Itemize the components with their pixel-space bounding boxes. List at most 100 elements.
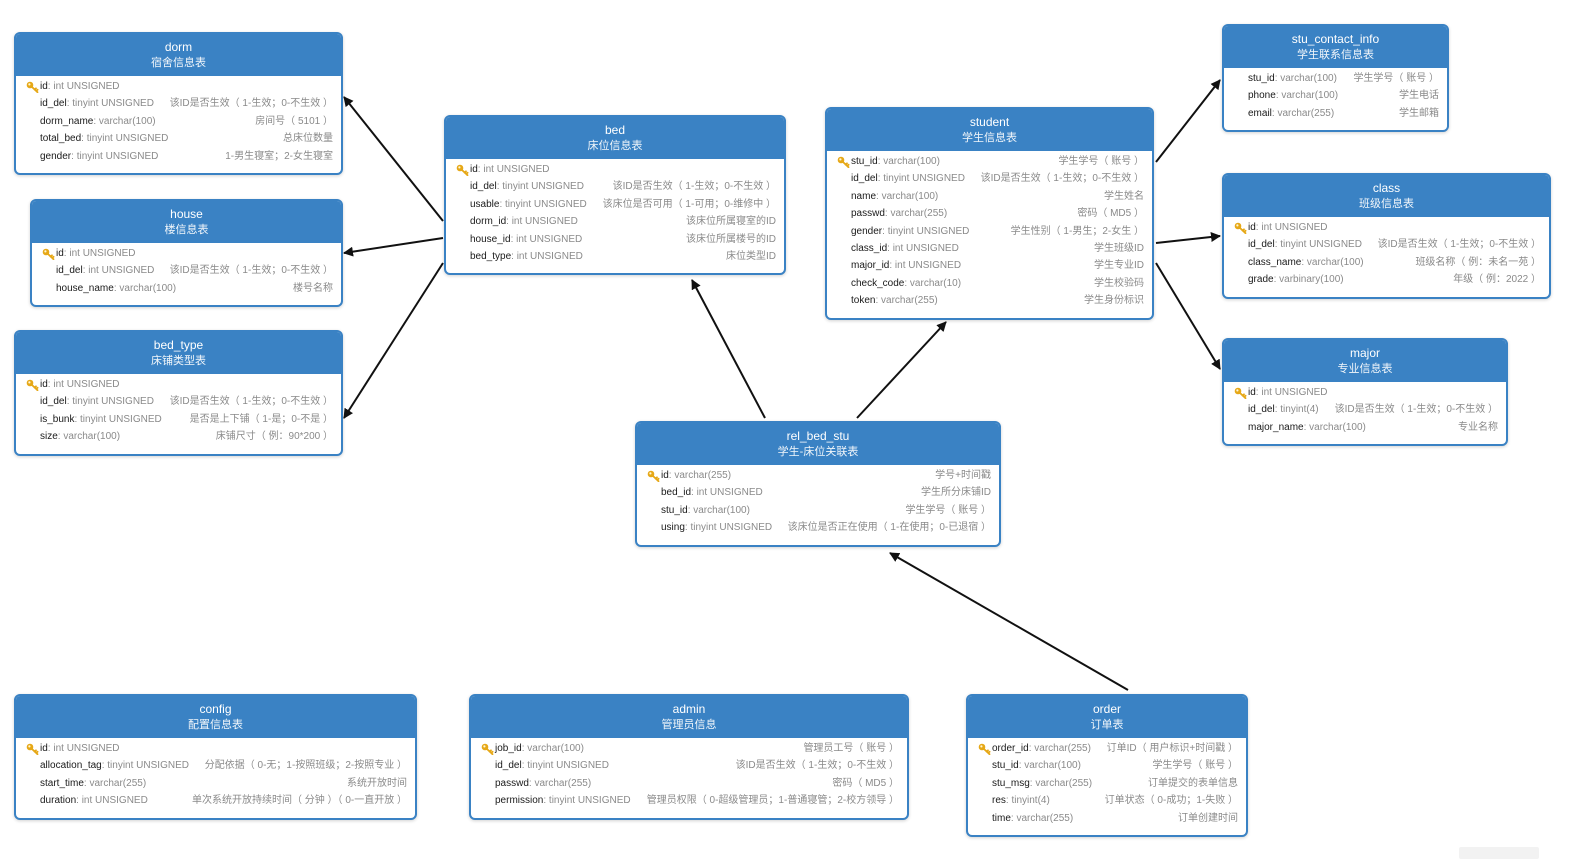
field-type: : varchar(100) <box>876 190 939 202</box>
primary-key-icon <box>1234 222 1247 234</box>
field-definition: bed_type: int UNSIGNED <box>470 248 583 265</box>
field-row: major_name: varchar(100)专业名称 <box>1224 419 1506 436</box>
field-type: : varchar(255) <box>1029 777 1093 789</box>
table-description: 专业信息表 <box>1337 363 1393 375</box>
field-definition: allocation_tag: tinyint UNSIGNED <box>40 757 189 774</box>
field-definition: id: int UNSIGNED <box>1248 219 1327 236</box>
field-name: check_code <box>851 277 905 289</box>
field-name: grade <box>1248 274 1274 286</box>
field-type: : tinyint UNSIGNED <box>66 98 154 110</box>
field-definition: total_bed: tinyint UNSIGNED <box>40 130 168 147</box>
table-description: 宿舍信息表 <box>151 57 206 69</box>
table-name: admin <box>672 702 706 716</box>
field-row: stu_id: varchar(100)学生学号（ 账号 ） <box>827 153 1152 170</box>
field-type: : varchar(100) <box>1303 421 1366 433</box>
field-name: house_id <box>470 233 511 245</box>
field-type: : tinyint UNSIGNED <box>66 396 154 408</box>
field-row: grade: varbinary(100)年级（ 例：2022 ） <box>1224 271 1549 288</box>
field-name: res <box>992 795 1006 807</box>
table-name: bed <box>604 123 626 137</box>
field-definition: start_time: varchar(255) <box>40 775 146 792</box>
field-type: : varchar(100) <box>1275 90 1339 102</box>
field-comment: 床位类型ID <box>726 250 776 262</box>
field-type: : varchar(255) <box>1271 107 1335 119</box>
field-type: : int UNSIGNED <box>511 250 583 262</box>
field-name: permission <box>495 795 544 807</box>
field-name: id <box>56 248 64 259</box>
field-row: stu_id: varchar(100)学生学号（ 账号 ） <box>1224 70 1447 87</box>
field-comment: 密码（ MD5 ） <box>832 777 899 789</box>
field-definition: id_del: tinyint UNSIGNED <box>1248 236 1362 253</box>
field-row: id: int UNSIGNED <box>32 245 341 262</box>
primary-key-icon <box>481 743 494 755</box>
field-name: id <box>470 164 478 175</box>
field-row: passwd: varchar(255)密码（ MD5 ） <box>827 205 1152 222</box>
field-type: : varchar(100) <box>1301 256 1364 268</box>
field-name: stu_msg <box>992 777 1030 789</box>
field-row: res: tinyint(4)订单状态（ 0-成功；1-失败 ） <box>968 792 1246 809</box>
field-type: : int UNSIGNED <box>82 265 155 277</box>
field-comment: 学生学号（ 账号 ） <box>905 504 991 516</box>
field-row: id: int UNSIGNED <box>1224 384 1506 401</box>
field-type: : tinyint UNSIGNED <box>71 150 159 162</box>
field-name: email <box>1248 107 1272 119</box>
field-definition: id: int UNSIGNED <box>56 245 135 262</box>
field-name: id_del <box>40 396 67 408</box>
field-row: allocation_tag: tinyint UNSIGNED 分配依据（ 0-… <box>16 757 415 774</box>
field-row: class_name: varchar(100)班级名称（ 例：未名一苑 ） <box>1224 254 1549 271</box>
field-type: : int UNSIGNED <box>691 487 763 499</box>
field-definition: stu_id: varchar(100) <box>1248 70 1337 87</box>
field-comment: 该床位所属寝室的ID <box>686 216 776 228</box>
field-type: : varchar(100) <box>687 504 750 516</box>
field-definition: token: varchar(255) <box>851 292 938 309</box>
field-comment: 学生邮箱 <box>1399 107 1439 119</box>
field-name: token <box>851 295 876 307</box>
field-row: token: varchar(255)学生身份标识 <box>827 292 1152 309</box>
field-name: id_del <box>56 265 83 277</box>
field-definition: size: varchar(100) <box>40 428 120 445</box>
field-comment: 该床位是否正在使用（ 1-在使用；0-已退宿 ） <box>787 522 991 534</box>
field-comment: 分配依据（ 0-无；1-按照班级；2-按照专业 ） <box>204 760 407 772</box>
field-row: id: int UNSIGNED <box>16 78 341 95</box>
edge-student-to-stu-contact-info <box>1155 79 1221 163</box>
field-type: : int UNSIGNED <box>1255 387 1328 398</box>
field-row: check_code: varchar(10)学生校验码 <box>827 275 1152 292</box>
edge-order-to-rel-bed-stu <box>889 552 1129 691</box>
field-definition: stu_id: varchar(100) <box>851 153 940 170</box>
field-comment: 总床位数量 <box>283 133 333 145</box>
field-name: dorm_id <box>470 216 507 228</box>
field-name: phone <box>1248 90 1276 102</box>
field-type: : int UNSIGNED <box>47 379 120 390</box>
field-definition: id_del: tinyint UNSIGNED <box>40 95 154 112</box>
field-name: stu_id <box>992 760 1019 772</box>
field-comment: 该ID是否生效（ 1-生效；0-不生效 ） <box>1377 239 1541 251</box>
field-type: : int UNSIGNED <box>63 248 136 259</box>
field-name: bed_type <box>470 250 512 262</box>
field-definition: usable: tinyint UNSIGNED <box>470 196 587 213</box>
field-name: id <box>661 470 669 481</box>
field-name: id_del <box>495 760 522 772</box>
field-name: duration <box>40 795 77 807</box>
